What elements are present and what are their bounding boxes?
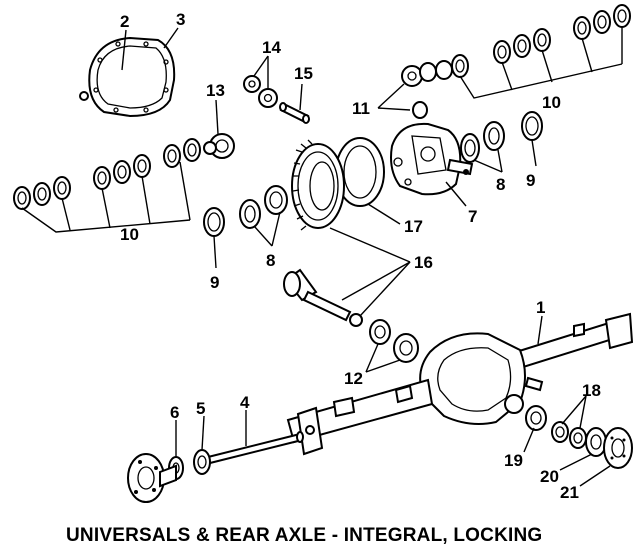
brake-disc — [603, 427, 633, 469]
side-gear-pair — [243, 75, 278, 108]
shim-washers-left — [13, 138, 201, 210]
pinion-mate-gears — [401, 60, 453, 119]
ring-gear — [291, 139, 345, 231]
pinion-gear — [203, 133, 235, 159]
leader-17 — [367, 203, 401, 225]
leader-18a — [561, 395, 587, 425]
callout-13: 13 — [206, 81, 225, 100]
leader-8-right-b — [497, 149, 503, 173]
callout-6: 6 — [170, 403, 179, 422]
leader-16c — [359, 261, 411, 317]
leader-10a-3 — [141, 175, 151, 225]
callout-19: 19 — [504, 451, 523, 470]
drive-pinion-shaft — [283, 268, 363, 327]
callout-17: 17 — [404, 217, 423, 236]
callout-10-left: 10 — [120, 225, 139, 244]
axle-housing — [286, 312, 634, 456]
callout-5: 5 — [196, 399, 205, 418]
leader-5 — [201, 415, 205, 451]
pinion-bearings — [369, 319, 419, 363]
callout-11: 11 — [352, 99, 370, 118]
axle-shaft — [202, 431, 304, 466]
callout-21: 21 — [560, 483, 579, 502]
callout-3: 3 — [176, 10, 185, 29]
axle-seal — [525, 405, 547, 431]
diagram-caption: UNIVERSALS & REAR AXLE - INTEGRAL, LOCKI… — [66, 525, 542, 546]
callout-9-right: 9 — [526, 171, 535, 190]
leader-12a — [365, 343, 379, 373]
leader-14a — [253, 55, 269, 77]
leader-8-left-a — [253, 225, 273, 247]
leader-7 — [445, 181, 467, 207]
callout-14: 14 — [262, 38, 281, 57]
bearing-set-left — [239, 185, 288, 229]
leader-9-right — [531, 139, 537, 167]
axle-bearing — [193, 449, 211, 475]
leader-13 — [215, 99, 219, 135]
callout-2: 2 — [120, 12, 129, 31]
bearing-set-right — [460, 121, 505, 163]
cross-shaft-pin — [279, 102, 310, 124]
callout-12: 12 — [344, 369, 363, 388]
leader-10b-bracket — [459, 63, 623, 99]
leader-15 — [299, 83, 303, 111]
leader-10a-4 — [179, 161, 191, 221]
leader-9-left — [213, 235, 217, 269]
leader-16a — [329, 227, 411, 263]
bearing-cup-right — [521, 111, 543, 141]
leader-11a — [377, 83, 405, 109]
leader-16b — [341, 261, 411, 301]
callout-7: 7 — [468, 207, 477, 226]
leader-1 — [537, 315, 543, 345]
leader-8-right-a — [473, 159, 503, 173]
callout-4: 4 — [240, 393, 250, 412]
bearing-right-axle — [551, 421, 587, 449]
leader-10a-bracket — [21, 207, 191, 233]
leader-10a-2 — [101, 187, 111, 229]
leader-11b — [377, 107, 411, 111]
leader-2 — [121, 29, 127, 71]
callout-9-left: 9 — [210, 273, 219, 292]
leader-10b-3 — [581, 37, 593, 73]
axle-flange — [127, 453, 177, 503]
callout-16: 16 — [414, 253, 433, 272]
leader-10b-2 — [541, 49, 553, 83]
callout-18: 18 — [582, 381, 601, 400]
callout-10-right: 10 — [542, 93, 561, 112]
leader-19 — [523, 427, 535, 453]
leader-18b — [579, 395, 587, 429]
leader-20 — [559, 453, 593, 471]
hub-plate — [585, 427, 607, 457]
callout-8-left: 8 — [266, 251, 275, 270]
callout-8-right: 8 — [496, 175, 505, 194]
callout-20: 20 — [540, 467, 559, 486]
leader-10a-1 — [61, 197, 71, 231]
bearing-cup-left — [203, 207, 225, 237]
shim-washers-right — [451, 4, 631, 78]
leader-21 — [579, 465, 611, 487]
leader-8-left-b — [271, 211, 281, 247]
differential-cover — [79, 36, 176, 118]
leader-10b-1 — [501, 61, 513, 91]
callout-1: 1 — [536, 298, 545, 317]
leader-3 — [163, 27, 179, 49]
callout-15: 15 — [294, 64, 313, 83]
leader-12b — [365, 359, 401, 373]
differential-case — [390, 122, 474, 196]
